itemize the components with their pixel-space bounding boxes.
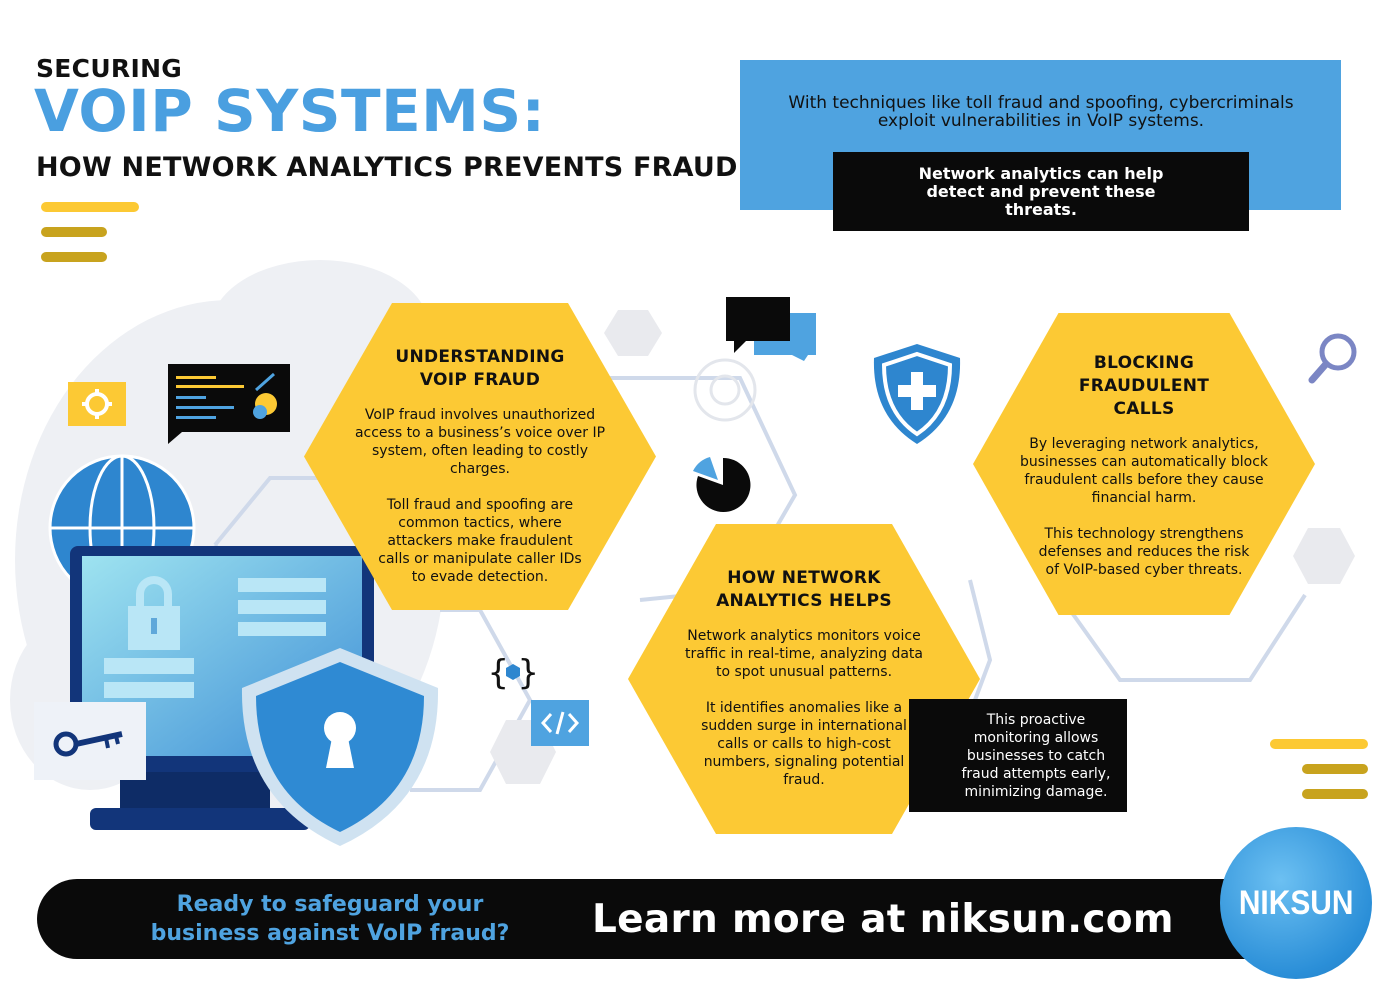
chat-bubbles-icon — [726, 297, 816, 361]
accent-bar — [41, 252, 107, 262]
logo-text: NIKSUN — [1238, 883, 1354, 922]
understanding-content: UNDERSTANDING VOIP FRAUD VoIP fraud invo… — [334, 346, 626, 586]
headline-title: VOIP SYSTEMS: — [34, 77, 546, 145]
key-icon — [34, 702, 146, 780]
magnifier-icon — [1308, 333, 1357, 384]
helps-content: HOW NETWORK ANALYTICS HELPS Network anal… — [658, 567, 950, 789]
blocking-paragraph: By leveraging network analytics, busines… — [1019, 436, 1268, 506]
intro-highlight-text: Network analytics can help detect and pr… — [918, 163, 1164, 219]
understanding-paragraph: VoIP fraud involves unauthorized access … — [354, 407, 606, 477]
blocking-title: BLOCKING FRAUDULENT CALLS — [1078, 353, 1210, 419]
blocking-paragraph: This technology strengthens defenses and… — [1038, 526, 1250, 578]
accent-bar — [41, 227, 107, 237]
accent-bar — [1302, 764, 1368, 774]
subhead-title: HOW NETWORK ANALYTICS PREVENTS FRAUD — [36, 152, 738, 183]
accent-bar — [41, 202, 139, 212]
svg-text:{: { — [488, 653, 508, 692]
accent-bar — [1270, 739, 1368, 749]
footer-question: Ready to safeguard your business against… — [150, 892, 510, 946]
footer-cta-link[interactable]: Learn more at niksun.com — [592, 897, 1174, 942]
shield-keyhole-icon — [241, 648, 439, 846]
helps-title: HOW NETWORK ANALYTICS HELPS — [716, 568, 892, 611]
accent-bar — [1302, 789, 1368, 799]
shield-plus-icon — [873, 344, 961, 444]
footer-bar — [37, 879, 1300, 959]
curly-braces-icon: { } — [488, 653, 538, 692]
pie-chart-icon — [693, 457, 751, 512]
gear-icon — [68, 382, 126, 426]
helps-paragraph: It identifies anomalies like a sudden su… — [701, 700, 907, 788]
kicker-title: SECURING — [36, 54, 183, 83]
padlock-icon — [128, 576, 180, 650]
helps-paragraph: Network analytics monitors voice traffic… — [684, 628, 924, 680]
niksun-logo[interactable]: NIKSUN — [1220, 827, 1372, 979]
intro-text: With techniques like toll fraud and spoo… — [788, 93, 1294, 131]
understanding-paragraph: Toll fraud and spoofing are common tacti… — [378, 497, 582, 585]
intro-highlight-box: Network analytics can help detect and pr… — [833, 152, 1249, 231]
note-text: This proactive monitoring allows busines… — [961, 711, 1111, 800]
security-illustration — [34, 364, 439, 846]
note-box: This proactive monitoring allows busines… — [909, 699, 1127, 812]
svg-text:}: } — [518, 653, 538, 692]
understanding-title: UNDERSTANDING VOIP FRAUD — [395, 347, 565, 390]
code-chat-icon — [168, 364, 290, 444]
code-tag-icon — [531, 700, 589, 746]
blocking-content: BLOCKING FRAUDULENT CALLS By leveraging … — [1004, 352, 1284, 579]
